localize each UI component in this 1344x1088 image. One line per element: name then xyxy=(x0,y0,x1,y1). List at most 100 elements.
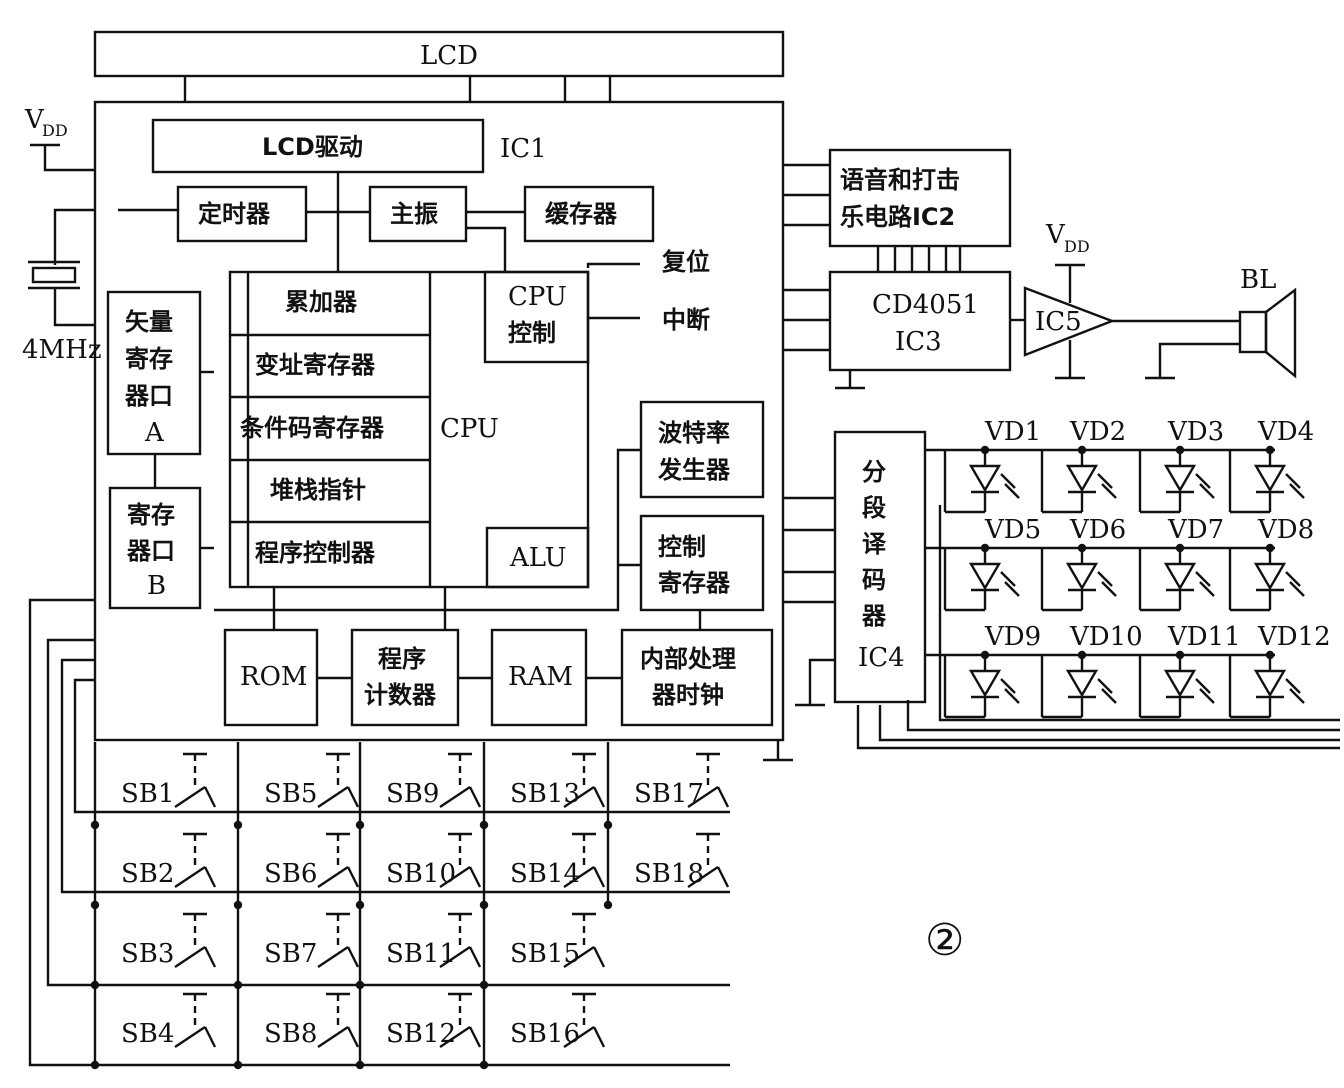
decoder-char-2: 段 xyxy=(862,494,886,522)
switch-sb4[interactable]: SB4 xyxy=(90,982,217,1070)
decoder-char-3: 译 xyxy=(862,530,887,558)
switch-label: SB13 xyxy=(510,779,580,809)
program-counter-label-2: 计数器 xyxy=(364,681,437,709)
led-vd11: VD11 xyxy=(1138,622,1241,719)
switch-sb18[interactable]: SB18 xyxy=(603,822,730,910)
ic2-label-1: 语音和打击 xyxy=(840,166,960,194)
switch-sb13[interactable]: SB13 xyxy=(479,742,606,830)
switch-sb11[interactable]: SB11 xyxy=(355,902,482,990)
led-label: VD2 xyxy=(1069,417,1126,447)
switch-sb10[interactable]: SB10 xyxy=(355,822,482,910)
led-vd6: VD6 xyxy=(1040,515,1126,612)
vdd-left-label: V xyxy=(24,105,45,135)
switch-sb2[interactable]: SB2 xyxy=(90,822,217,910)
switch-sb12[interactable]: SB12 xyxy=(355,982,482,1070)
switch-label: SB6 xyxy=(264,859,317,889)
led-label: VD10 xyxy=(1069,622,1143,652)
led-vd8: VD8 xyxy=(1228,515,1314,612)
ic3-label-1: CD4051 xyxy=(872,290,979,320)
led-vd9: VD9 xyxy=(943,622,1041,719)
ic5-amplifier xyxy=(1023,286,1116,357)
led-label: VD1 xyxy=(984,417,1041,447)
speaker-cone xyxy=(1264,287,1297,379)
switch-label: SB2 xyxy=(121,859,174,889)
vector-port-a-label-3: 器口 xyxy=(124,382,173,410)
switch-sb17[interactable]: SB17 xyxy=(603,742,730,830)
led-vd4: VD4 xyxy=(1228,417,1314,514)
crystal-label: 4MHz xyxy=(22,335,102,365)
switch-sb15[interactable]: SB15 xyxy=(479,902,606,990)
led-vd2: VD2 xyxy=(1040,417,1126,514)
switch-label: SB15 xyxy=(510,939,580,969)
lcd-block xyxy=(93,30,785,78)
stack-pointer-label: 堆栈指针 xyxy=(270,476,366,504)
ic2-label-2: 乐电路IC2 xyxy=(840,203,955,231)
vector-port-a-label-2: 寄存 xyxy=(125,345,173,373)
speaker-label: BL xyxy=(1240,265,1276,295)
processor-clock-label-2: 器时钟 xyxy=(651,681,724,709)
switch-sb16[interactable]: SB16 xyxy=(479,982,606,1070)
switch-label: SB17 xyxy=(634,779,704,809)
port-b-label-2: 器口 xyxy=(126,537,175,565)
port-b-label-3: B xyxy=(147,571,166,601)
timer-block xyxy=(176,185,308,243)
interrupt-label: 中断 xyxy=(662,306,710,334)
switch-sb7[interactable]: SB7 xyxy=(233,902,360,990)
switch-sb9[interactable]: SB9 xyxy=(355,742,482,830)
led-label: VD12 xyxy=(1257,622,1331,652)
timer-label: 定时器 xyxy=(198,200,271,228)
segment-decoder-block xyxy=(833,430,927,704)
switch-sb1[interactable]: SB1 xyxy=(90,742,217,830)
led-label: VD6 xyxy=(1069,515,1126,545)
accumulator-label: 累加器 xyxy=(285,288,358,316)
figure-number: ② xyxy=(925,915,964,966)
cpu-control-label-1: CPU xyxy=(508,282,567,312)
condition-register-label: 条件码寄存器 xyxy=(240,414,385,442)
control-register-block xyxy=(639,514,765,612)
main-oscillator-label: 主振 xyxy=(390,200,438,228)
switch-label: SB5 xyxy=(264,779,317,809)
vdd-left-sub: DD xyxy=(42,121,68,140)
ic2-block xyxy=(828,148,1012,248)
port-b-label-1: 寄存 xyxy=(127,501,175,529)
led-vd1: VD1 xyxy=(943,417,1041,514)
led-vd3: VD3 xyxy=(1138,417,1224,514)
switch-label: SB9 xyxy=(386,779,439,809)
control-register-label-1: 控制 xyxy=(658,533,706,561)
rom-label: ROM xyxy=(240,662,308,692)
switch-sb5[interactable]: SB5 xyxy=(233,742,360,830)
switch-label: SB3 xyxy=(121,939,174,969)
switch-sb8[interactable]: SB8 xyxy=(233,982,360,1070)
switch-label: SB14 xyxy=(510,859,580,889)
switch-label: SB16 xyxy=(510,1019,580,1049)
index-register-label: 变址寄存器 xyxy=(255,351,376,379)
reset-label: 复位 xyxy=(661,248,710,276)
switch-sb6[interactable]: SB6 xyxy=(233,822,360,910)
led-label: VD3 xyxy=(1167,417,1224,447)
led-label: VD8 xyxy=(1257,515,1314,545)
decoder-char-5: 器 xyxy=(861,602,887,630)
switch-label: SB7 xyxy=(264,939,317,969)
vdd-ic5-label: V xyxy=(1045,220,1066,250)
switch-sb3[interactable]: SB3 xyxy=(90,902,217,990)
led-vd12: VD12 xyxy=(1228,622,1331,719)
speaker-symbol xyxy=(1238,310,1268,354)
switch-sb14[interactable]: SB14 xyxy=(479,822,606,910)
buffer-block xyxy=(523,185,655,243)
lcd-driver-label: LCD驱动 xyxy=(262,133,363,161)
alu-label: ALU xyxy=(509,543,567,573)
led-label: VD11 xyxy=(1167,622,1241,652)
decoder-char-4: 码 xyxy=(862,566,886,594)
alu-block xyxy=(485,526,590,589)
processor-clock-label-1: 内部处理 xyxy=(640,645,736,673)
lcd-label: LCD xyxy=(420,41,478,71)
switch-label: SB4 xyxy=(121,1019,174,1049)
lcd-driver-block xyxy=(151,118,485,174)
switch-label: SB12 xyxy=(386,1019,456,1049)
control-register-label-2: 寄存器 xyxy=(658,569,731,597)
ic1-label: IC1 xyxy=(500,134,547,164)
decoder-char-6: IC4 xyxy=(858,643,905,673)
